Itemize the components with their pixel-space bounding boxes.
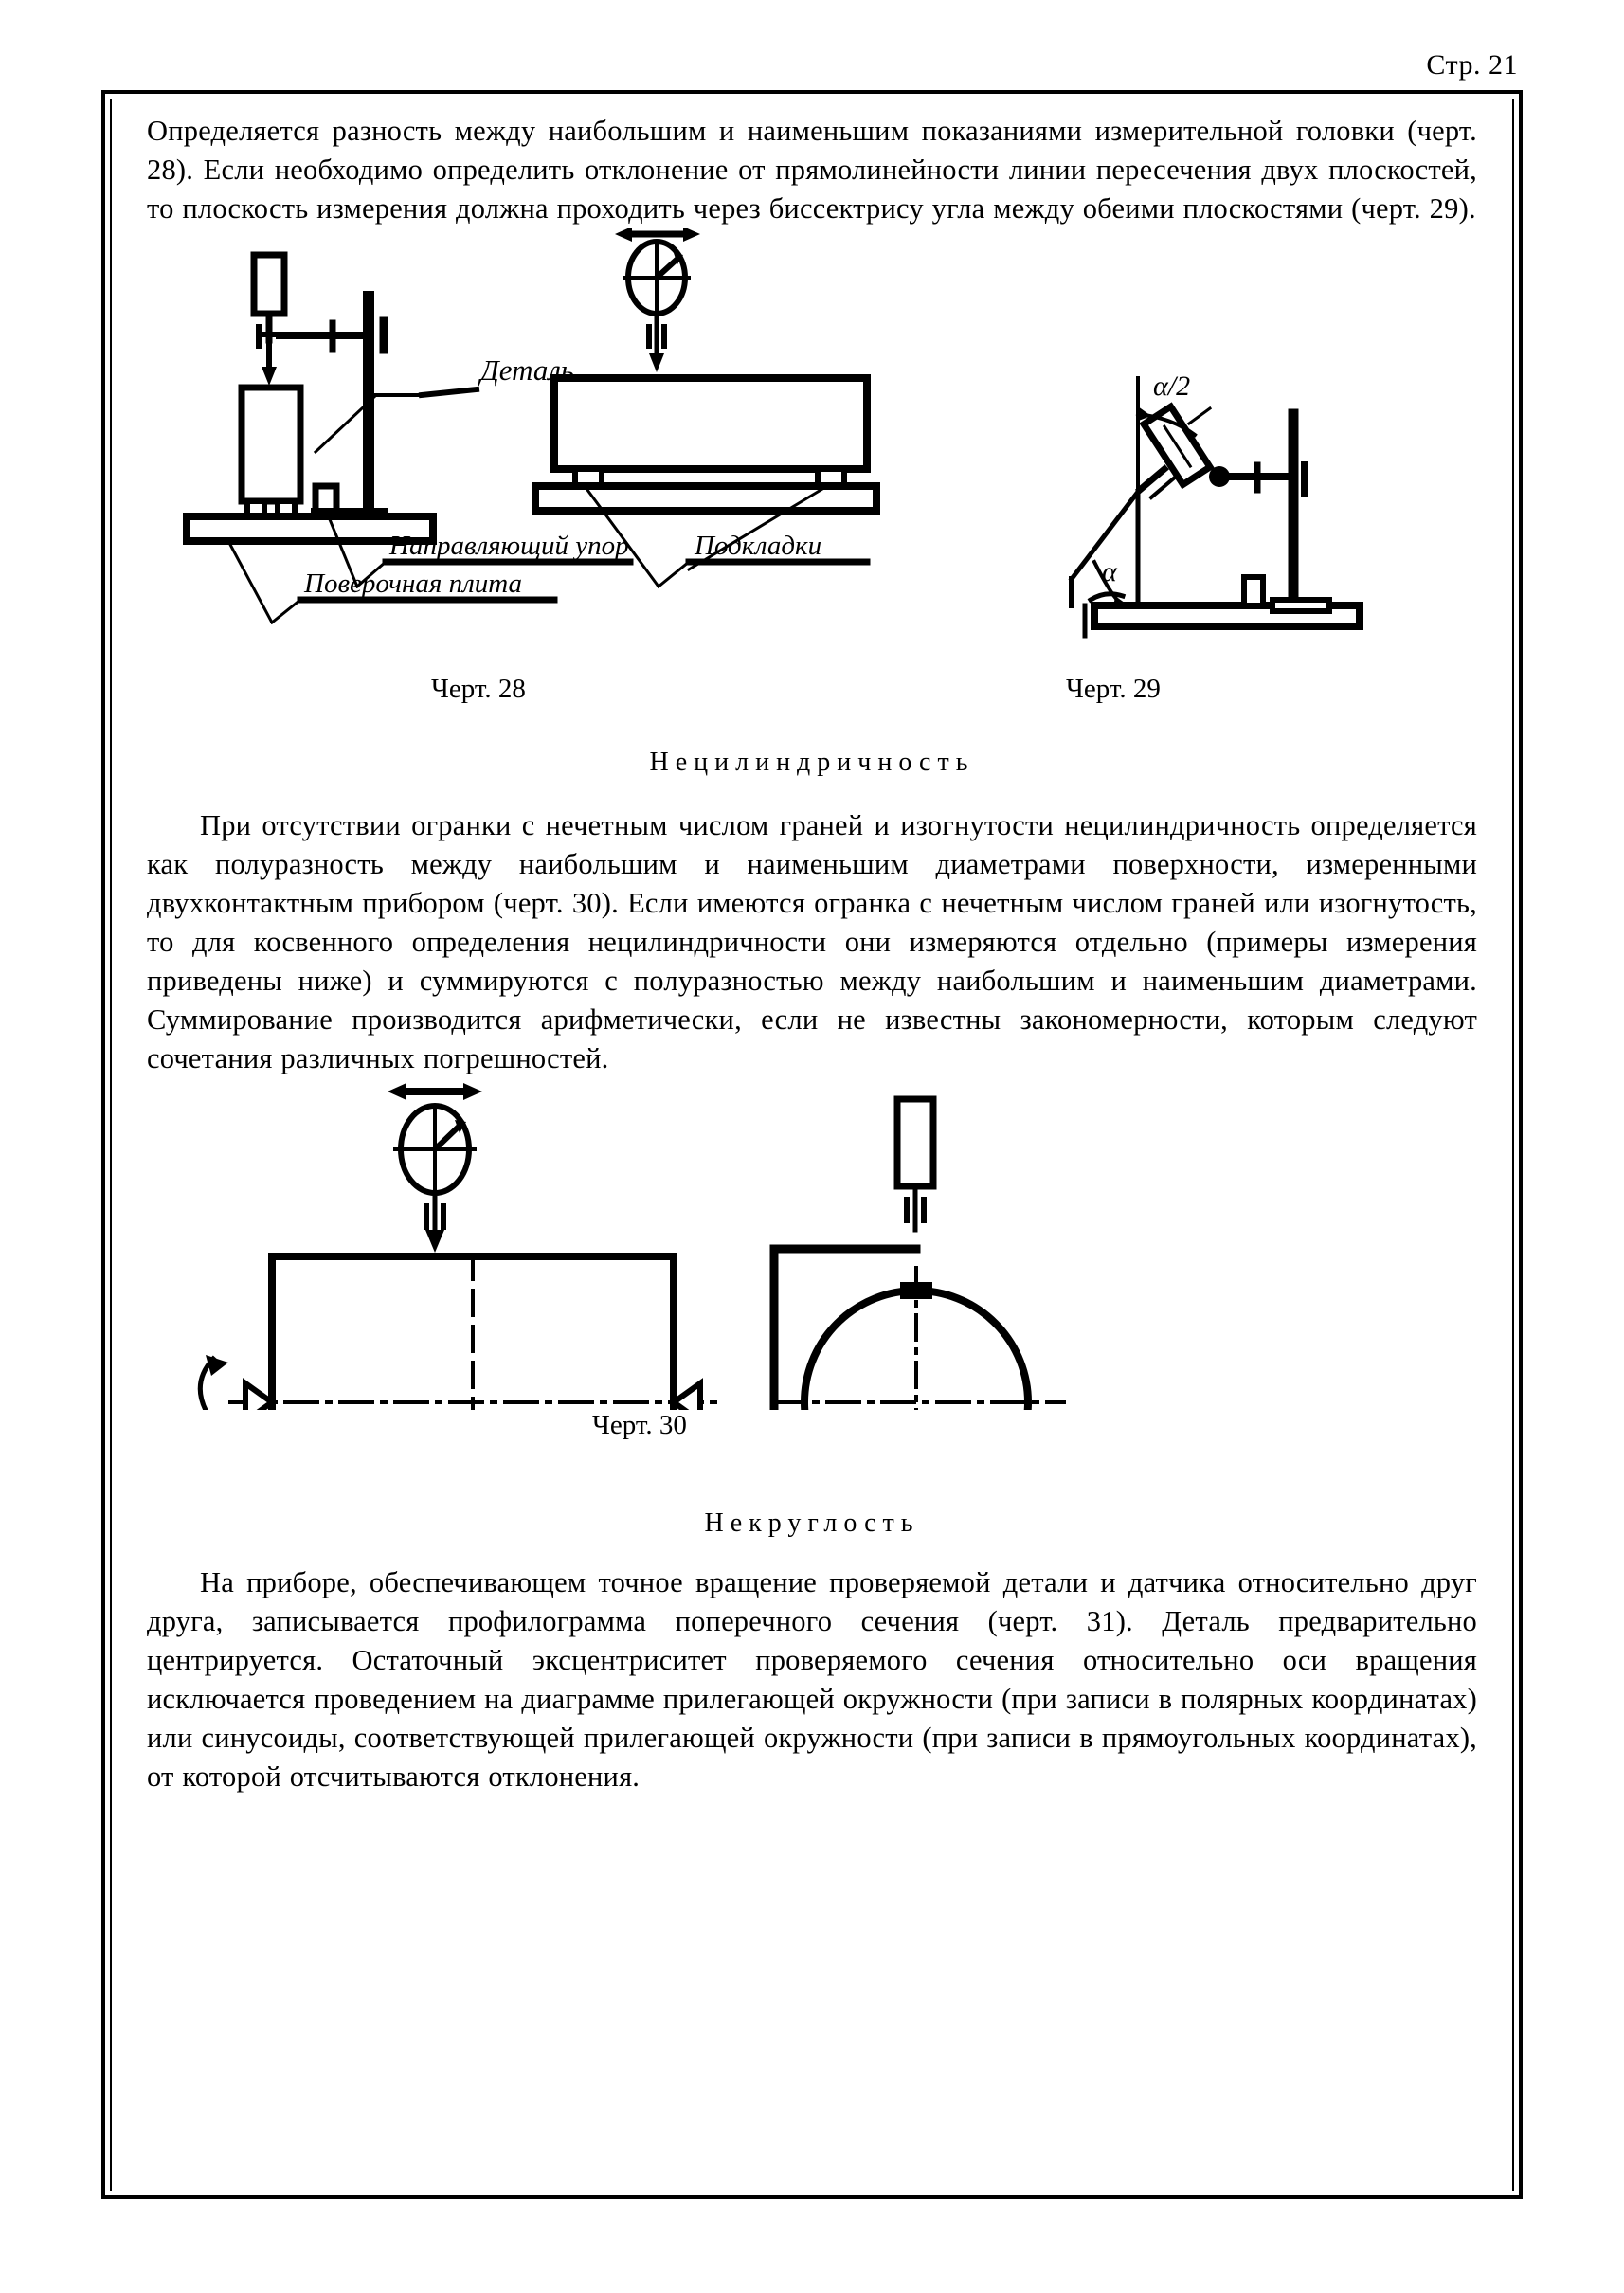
page-number-header: Стр. 21 xyxy=(1426,49,1518,81)
figure-28-29-row: Деталь xyxy=(147,228,1477,715)
page-border-frame xyxy=(101,90,1523,2199)
figure-28-and-29-drawing: Деталь xyxy=(183,228,1363,639)
figure-30-row: Черт. 30 xyxy=(147,1078,1477,1452)
heading-noncylindricity: Нецилиндричность xyxy=(649,748,975,777)
figure-28-label-surface-plate: Поверочная плита xyxy=(303,569,522,599)
figure-28-29-captions: Черт. 28 Черт. 29 xyxy=(147,674,1477,715)
figure-29-label-angle: α xyxy=(1102,556,1118,587)
noncylindricity-paragraph: При отсутствии огранки с нечетным числом… xyxy=(147,809,1477,1074)
page-content: Определяется разность между наибольшим и… xyxy=(147,112,1477,1796)
figure-28-label-guide-stop: Направляющий упор xyxy=(388,531,629,561)
figure-30-caption-row: Черт. 30 xyxy=(147,1410,1477,1452)
figure-30-caption: Черт. 30 xyxy=(592,1410,687,1440)
figure-30-drawing xyxy=(197,1083,1066,1410)
figure-28-caption: Черт. 28 xyxy=(431,674,526,704)
figure-29-label-half-angle: α/2 xyxy=(1153,370,1190,402)
figure-29-caption: Черт. 29 xyxy=(1066,674,1161,704)
nonroundness-paragraph: На приборе, обеспечивающем точное вращен… xyxy=(147,1566,1477,1793)
heading-nonroundness: Некруглость xyxy=(704,1508,920,1538)
figure-28-label-shims: Подкладки xyxy=(694,531,821,561)
intro-paragraph: Определяется разность между наибольшим и… xyxy=(147,115,1477,225)
